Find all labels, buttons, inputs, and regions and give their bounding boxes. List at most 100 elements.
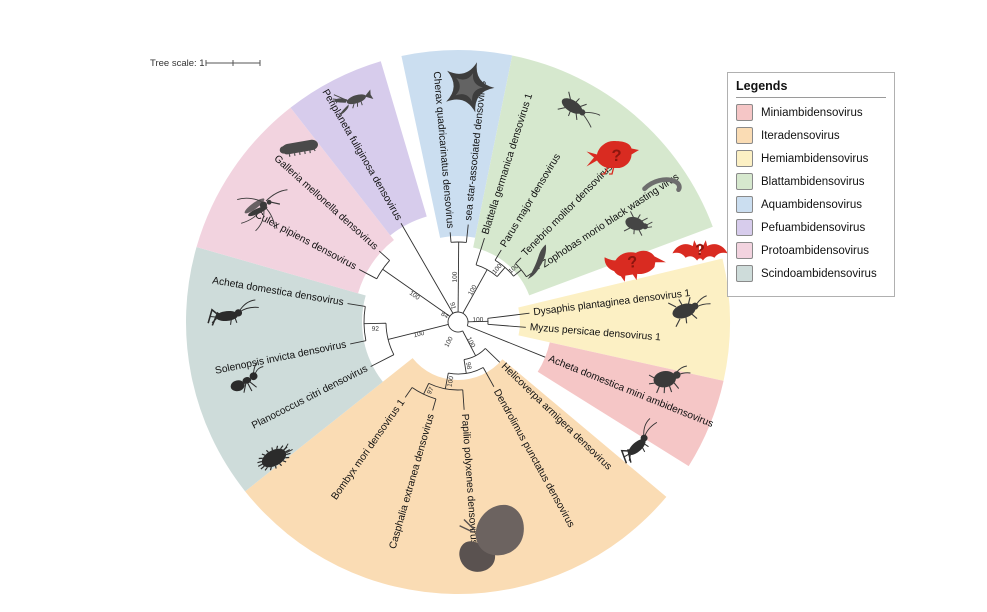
bootstrap-label: 100 (467, 284, 479, 297)
tree-branch (370, 354, 395, 367)
mealybug-icon (257, 443, 293, 471)
legend-swatch (736, 242, 753, 259)
tree-scale: Tree scale: 1 (150, 58, 261, 69)
tree-branch (496, 267, 506, 277)
tree-arc (376, 260, 390, 280)
tree-branch (482, 367, 495, 387)
aphid-icon (648, 365, 691, 394)
ant-icon (230, 362, 264, 393)
tree-branch (358, 269, 377, 280)
legend-swatch (736, 196, 753, 213)
legend-swatch (736, 173, 753, 190)
tree-scale-label: Tree scale: 1 (150, 58, 205, 69)
bootstrap-label: 98 (464, 362, 472, 371)
seastar-icon (446, 62, 495, 113)
tree-branch (515, 257, 522, 264)
legend-item-iteradensovirus: Iteradensovirus (736, 127, 886, 144)
tree-branch (487, 323, 526, 328)
tree-branch (485, 348, 501, 363)
mosquito-icon (237, 189, 288, 232)
sector-scindoambidensovirus (185, 247, 383, 492)
bootstrap-label: 84 (440, 311, 450, 321)
legend-item-label: Hemiambidensovirus (761, 152, 869, 165)
tree-branch (347, 303, 366, 307)
tree-branch (449, 232, 452, 243)
tree-branch (400, 223, 454, 314)
cricket-icon (620, 418, 658, 464)
genus-sectors (185, 49, 730, 595)
legend-item-label: Blattambidensovirus (761, 175, 865, 188)
cockroach-icon (557, 91, 601, 128)
bootstrap-label: 100 (413, 330, 426, 340)
tree-branch (432, 398, 437, 411)
tree-branch (378, 250, 390, 261)
bootstrap-label: 91 (448, 302, 457, 311)
superworm-icon (527, 244, 547, 280)
bootstrap-label: 100 (472, 317, 483, 324)
tree-branch (475, 237, 485, 265)
tree-arc (463, 348, 486, 360)
bootstrap-label: 100 (491, 262, 504, 275)
tree-branch (494, 249, 502, 261)
question-mark: ? (611, 147, 621, 165)
animal-icons: ??? (207, 62, 728, 572)
tree-branch (462, 330, 476, 356)
sector-protoambidensovirus (196, 107, 394, 294)
tree-branch (457, 241, 460, 313)
question-mark: ? (695, 242, 705, 259)
legend-item-label: Aquambidensovirus (761, 198, 863, 211)
legend-item-label: Scindoambidensovirus (761, 267, 877, 280)
sector-pefuambidensovirus (290, 61, 427, 236)
sector-iteradensovirus (245, 358, 667, 595)
bird-icon: ? (586, 141, 639, 175)
tree-branch (462, 269, 488, 314)
bat-icon: ? (672, 240, 728, 261)
legend-swatch (736, 265, 753, 282)
bootstrap-label: 100 (465, 336, 476, 349)
tree-branch (404, 387, 413, 398)
legend-item-blattambidensovirus: Blattambidensovirus (736, 173, 886, 190)
legend-item-label: Protoambidensovirus (761, 244, 870, 257)
tree-branch (462, 389, 465, 410)
anteater-icon: ? (604, 250, 666, 282)
aphid-flat-icon (667, 295, 711, 328)
legend-item-pefuambidensovirus: Pefuambidensovirus (736, 219, 886, 236)
tree-branch (467, 325, 546, 358)
tree-branch (350, 340, 366, 345)
legend-swatch (736, 219, 753, 236)
tree-arc (447, 311, 469, 333)
beetle-icon (623, 211, 653, 236)
tree-branch (382, 268, 451, 317)
tree-arc (428, 382, 463, 391)
legend-swatch (736, 127, 753, 144)
tree-arc (385, 323, 395, 355)
tree-scale-bar (205, 60, 261, 66)
sector-aquambidensovirus (401, 49, 513, 238)
bootstrap-label: 100 (443, 335, 454, 348)
sector-blattambidensovirus (473, 55, 713, 296)
bootstrap-label: 100 (408, 290, 421, 302)
legend-item-protoambidensovirus: Protoambidensovirus (736, 242, 886, 259)
question-mark: ? (626, 253, 639, 272)
moth-icon (459, 504, 524, 572)
legend-swatch (736, 104, 753, 121)
bootstrap-label: 92 (372, 326, 380, 333)
tree-branch (487, 312, 530, 319)
legend-item-hemiambidensovirus: Hemiambidensovirus (736, 150, 886, 167)
tree-branch (513, 269, 522, 277)
tree-branch (388, 323, 449, 340)
tree-branch (423, 383, 430, 395)
legend-item-label: Miniambidensovirus (761, 106, 863, 119)
sector-hemiambidensovirus (518, 258, 730, 381)
tree-arc (363, 306, 367, 341)
tree-branch (465, 224, 469, 243)
cricket-icon (207, 299, 259, 326)
bootstrap-label: 97 (426, 386, 436, 396)
legend-item-label: Pefuambidensovirus (761, 221, 866, 234)
crayfish-icon (332, 89, 374, 116)
